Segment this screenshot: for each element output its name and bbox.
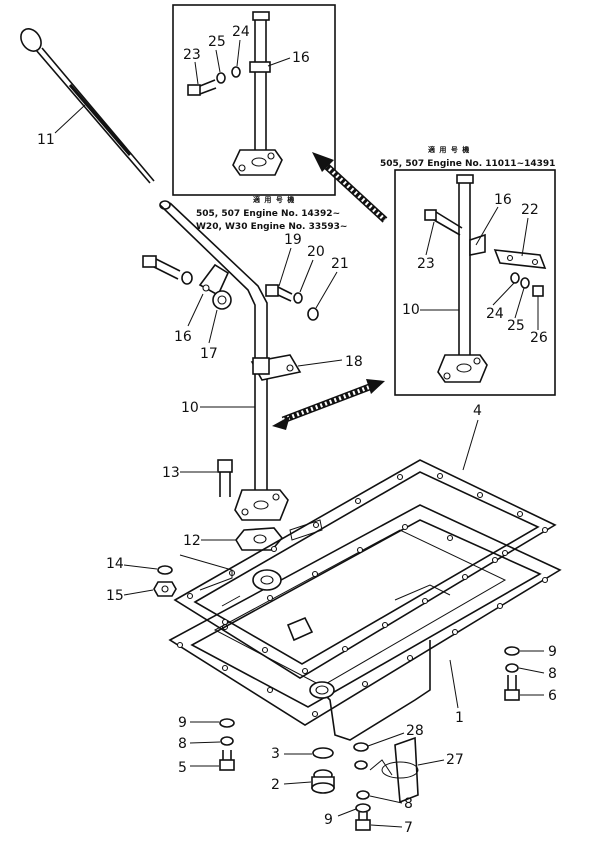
inset-right-label-jp: 適 用 号 機 [428, 145, 470, 154]
inset-top-engine-line-2: W20, W30 Engine No. 33593~ [196, 222, 347, 232]
callout-9-left: 9 [178, 715, 187, 731]
guide-tube-main [159, 200, 302, 521]
callout-3: 3 [271, 746, 280, 762]
washer-14 [157, 565, 173, 575]
hatched-arrow-top [312, 152, 388, 223]
bolt-5 [219, 750, 235, 771]
gasket-4 [173, 459, 557, 679]
callout-7: 7 [404, 820, 413, 836]
callout-10-right: 10 [402, 302, 420, 318]
inset-right-bracket [493, 249, 547, 269]
washer-9-bottom [355, 803, 371, 813]
washer-8-left [220, 736, 234, 746]
callout-24-right: 24 [486, 306, 504, 322]
oil-pan-holes [176, 523, 549, 718]
inset-top-label-jp: 適 用 号 機 [253, 195, 295, 204]
callout-27: 27 [446, 752, 464, 768]
inset-right-bolt [424, 209, 463, 236]
callout-17: 17 [200, 346, 218, 362]
callout-2: 2 [271, 777, 280, 793]
callout-9-bottom: 9 [324, 812, 333, 828]
inset-right-frame [394, 169, 556, 396]
callout-6: 6 [548, 688, 557, 704]
washer-9-right [504, 646, 520, 656]
callout-15: 15 [106, 588, 124, 604]
bolt-7 [355, 812, 371, 831]
callout-5: 5 [178, 760, 187, 776]
drain-plug-2 [311, 769, 335, 794]
callout-16-right: 16 [494, 192, 512, 208]
callout-1: 1 [455, 710, 464, 726]
callout-10-main: 10 [181, 400, 199, 416]
callout-8-bottom: 8 [404, 796, 413, 812]
strainer-27 [369, 736, 419, 804]
oil-pan [168, 504, 562, 741]
bolt-13 [217, 459, 233, 497]
washer-28 [353, 742, 369, 752]
inset-top-bolt [187, 66, 241, 96]
callout-25-top: 25 [208, 34, 226, 50]
callout-24-top: 24 [232, 24, 250, 40]
inset-top-guide-tube [232, 11, 283, 176]
gasket-3 [312, 747, 334, 759]
callout-26: 26 [530, 330, 548, 346]
callout-18: 18 [345, 354, 363, 370]
inset-right-guide-tube [437, 174, 488, 383]
inset-top: 23 25 24 16 適 用 号 機 505, 507 Engine No. … [172, 4, 347, 232]
callout-9-right: 9 [548, 644, 557, 660]
callout-8-right: 8 [548, 666, 557, 682]
callout-8-left: 8 [178, 736, 187, 752]
callout-16-main: 16 [174, 329, 192, 345]
dipstick [20, 28, 155, 184]
callout-12: 12 [183, 533, 201, 549]
washer-28-b [354, 760, 368, 770]
bolt-6 [504, 675, 520, 701]
callout-19: 19 [284, 232, 302, 248]
callout-13: 13 [162, 465, 180, 481]
nut-15 [153, 581, 177, 597]
bolt-clamp [142, 255, 193, 285]
callout-4: 4 [473, 403, 482, 419]
inset-right: 適 用 号 機 505, 507 Engine No. 11011~14391 … [380, 145, 556, 396]
callout-11: 11 [37, 132, 55, 148]
callout-25-right: 25 [507, 318, 525, 334]
callout-23-right: 23 [417, 256, 435, 272]
callout-14: 14 [106, 556, 124, 572]
washer-8-bottom [356, 790, 370, 800]
inset-top-engine-line-1: 505, 507 Engine No. 14392~ [196, 209, 340, 219]
inset-right-engine-line: 505, 507 Engine No. 11011~14391 [380, 159, 555, 169]
washer-9-left [219, 718, 235, 728]
callout-20: 20 [307, 244, 325, 260]
washer-8-right [505, 663, 519, 673]
hatched-arrow-right [272, 379, 385, 430]
callout-22: 22 [521, 202, 539, 218]
callout-28: 28 [406, 723, 424, 739]
callout-16-top: 16 [292, 50, 310, 66]
inset-top-frame [172, 4, 336, 196]
bolt-19-set [265, 284, 319, 321]
callout-23-top: 23 [183, 47, 201, 63]
callout-21: 21 [331, 256, 349, 272]
